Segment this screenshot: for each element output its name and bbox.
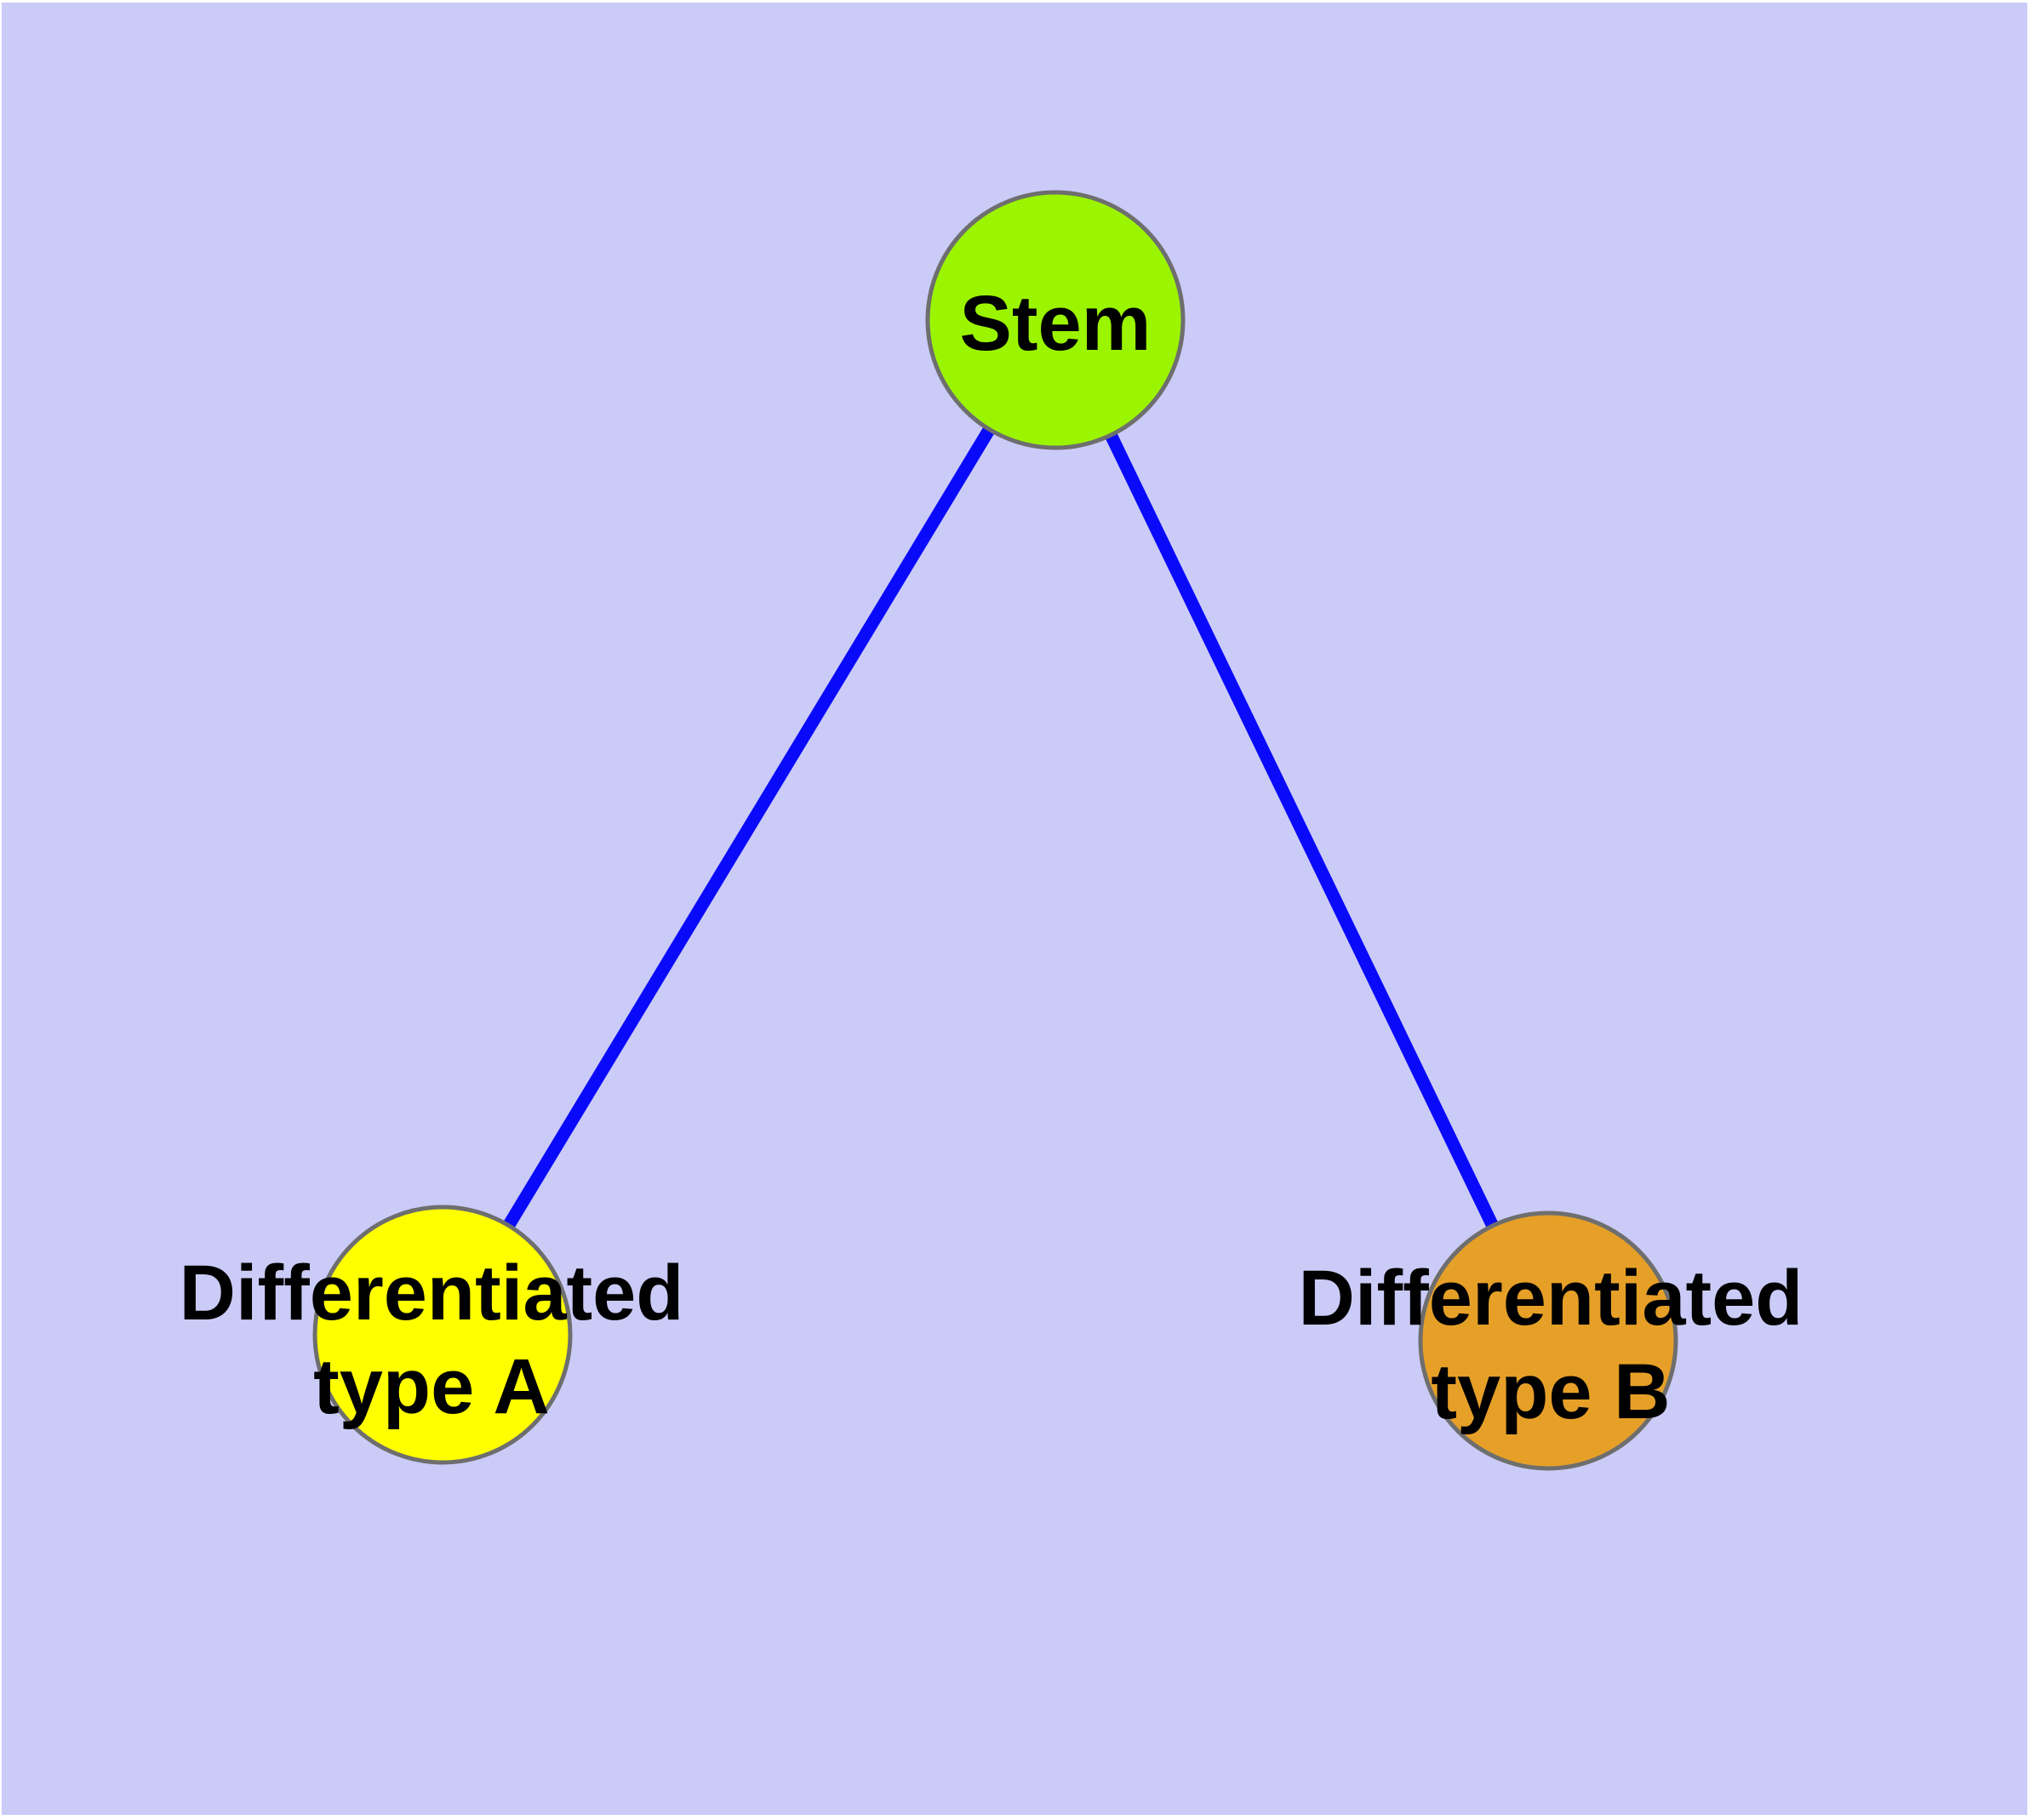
node-differentiated-type-a-circle: [312, 1205, 573, 1465]
node-differentiated-type-b-label-line2: type B: [1431, 1348, 1670, 1435]
edge-stem-to-type-a: [437, 317, 1061, 1338]
diagram-canvas: Stem Differentiated type A Differentiate…: [2, 3, 2027, 1815]
node-stem-circle: [925, 190, 1186, 450]
node-stem-label: Stem: [960, 280, 1152, 367]
node-differentiated-type-a-label-line2: type A: [313, 1343, 550, 1430]
node-differentiated-type-b-circle: [1418, 1210, 1678, 1471]
node-differentiated-type-a-label-line1: Differentiated: [180, 1250, 684, 1336]
edge-stem-to-type-b: [1049, 317, 1554, 1344]
node-differentiated-type-b-label-line1: Differentiated: [1299, 1255, 1803, 1342]
